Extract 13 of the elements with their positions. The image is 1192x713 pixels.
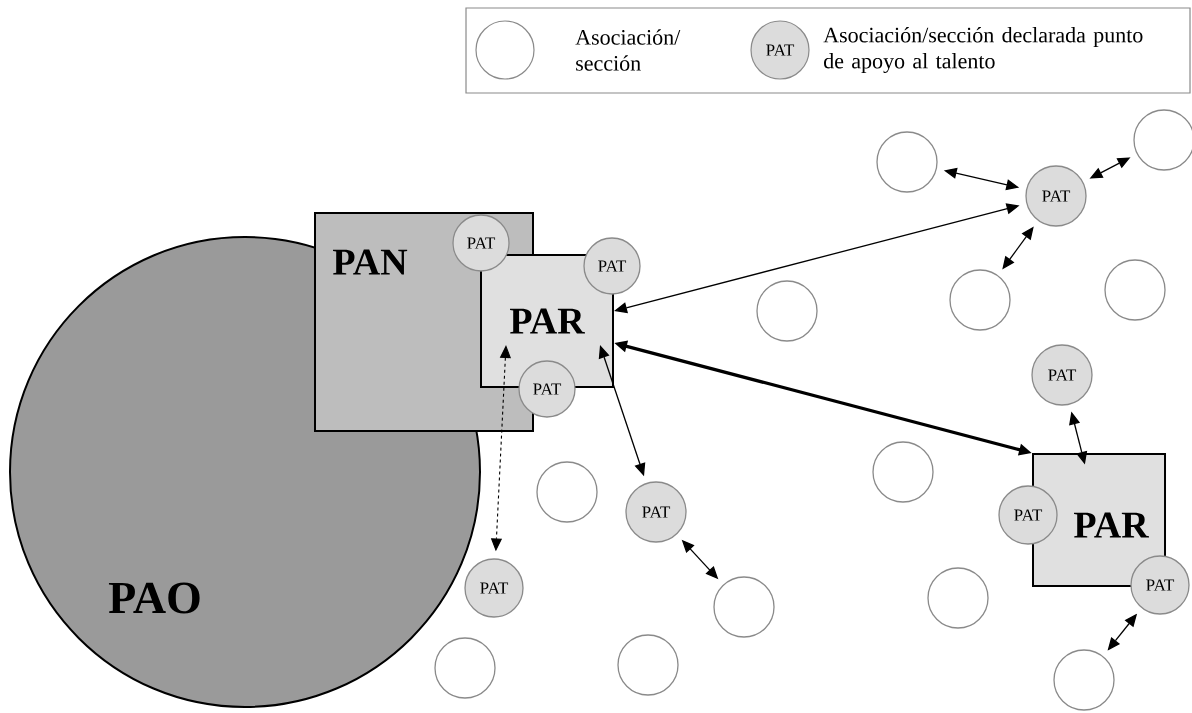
legend-text: Asociación/ sección: [575, 29, 681, 71]
circle: [949, 269, 1011, 331]
circle: [756, 280, 818, 342]
circle: [927, 567, 989, 629]
circle: [872, 441, 934, 503]
circle: [713, 576, 775, 638]
circle: [1104, 259, 1166, 321]
circle: [434, 637, 496, 699]
circle: [1053, 649, 1115, 711]
circle: [617, 634, 679, 696]
legend-text: Asociación/sección declarada punto de apoyo al talento: [823, 26, 1143, 74]
circle: [536, 461, 598, 523]
circle: [876, 131, 938, 193]
